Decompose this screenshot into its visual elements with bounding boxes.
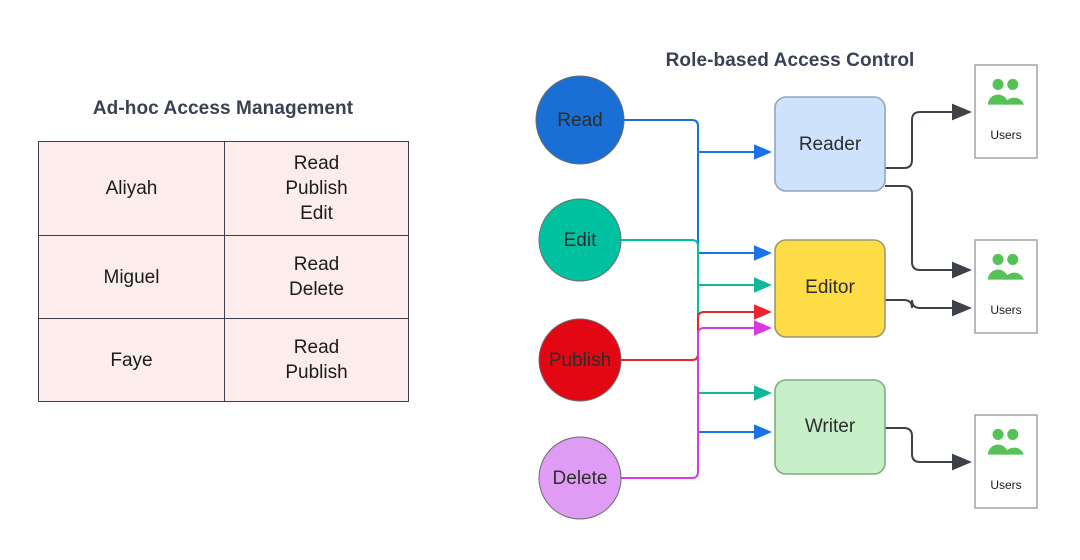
permission-node-read[interactable]: Read (535, 75, 625, 165)
permission-node-publish[interactable]: Publish (538, 318, 622, 402)
permission-node-delete[interactable]: Delete (538, 436, 622, 520)
connector-read-trunk (624, 119, 699, 452)
user-group-2[interactable]: Users (974, 239, 1038, 334)
table-cell-permissions: Read Delete (224, 235, 409, 320)
users-icon (987, 78, 1024, 105)
role-label-reader: Reader (799, 134, 862, 155)
role-node-reader[interactable]: Reader (774, 96, 886, 192)
permission-label-delete: Delete (553, 468, 608, 489)
adhoc-panel-title: Ad-hoc Access Management (92, 98, 354, 119)
permission-item: Delete (289, 279, 344, 301)
table-row: Miguel Read Delete (38, 235, 409, 320)
rbac-diagram-panel: Role-based Access Control (470, 0, 1080, 560)
connector-delete-trunk (621, 327, 705, 479)
table-cell-user: Miguel (38, 235, 225, 320)
permission-item: Read (293, 153, 340, 174)
permission-item: Read (293, 254, 340, 276)
permission-role-connectors (621, 119, 772, 479)
user-group-label: Users (990, 303, 1021, 317)
users-icon (987, 428, 1024, 455)
table-cell-user: Aliyah (38, 140, 225, 237)
permission-node-edit[interactable]: Edit (538, 198, 622, 282)
permission-label-edit: Edit (564, 230, 597, 251)
rbac-diagram: Read Edit Publish Delete Reader Editor W… (535, 64, 1038, 520)
permission-label-publish: Publish (549, 350, 611, 371)
table-row: Faye Read Publish (38, 318, 409, 403)
connector-reader-to-users2 (885, 185, 972, 279)
table-row: Aliyah Read Publish Edit (38, 140, 409, 237)
connector-reader-to-users1 (885, 103, 972, 169)
connector-publish-trunk (621, 311, 705, 361)
role-label-editor: Editor (805, 277, 855, 298)
role-label-writer: Writer (805, 416, 856, 437)
users-icon (987, 253, 1024, 280)
table-cell-permissions: Read Publish (224, 318, 409, 403)
adhoc-access-panel: Ad-hoc Access Management Aliyah Read Pub… (0, 0, 470, 560)
connector-writer-to-users3 (885, 427, 972, 471)
permission-item: Publish (285, 178, 348, 200)
role-node-editor[interactable]: Editor (774, 239, 886, 338)
table-cell-permissions: Read Publish Edit (224, 140, 409, 237)
connector-edit-trunk (621, 239, 699, 345)
role-users-connectors (885, 103, 972, 471)
permission-item: Read (293, 337, 340, 359)
permission-item: Publish (285, 362, 348, 384)
connector-editor-to-users2 (885, 299, 972, 317)
rbac-panel-title: Role-based Access Control (665, 50, 915, 71)
role-node-writer[interactable]: Writer (774, 379, 886, 475)
user-group-3[interactable]: Users (974, 414, 1038, 509)
user-group-1[interactable]: Users (974, 64, 1038, 159)
adhoc-access-table: Aliyah Read Publish Edit Miguel Read Del… (38, 140, 409, 403)
table-cell-user: Faye (38, 318, 225, 403)
user-group-label: Users (990, 128, 1021, 142)
permission-item: Edit (300, 203, 333, 225)
user-group-label: Users (990, 478, 1021, 492)
permission-label-read: Read (557, 110, 602, 131)
